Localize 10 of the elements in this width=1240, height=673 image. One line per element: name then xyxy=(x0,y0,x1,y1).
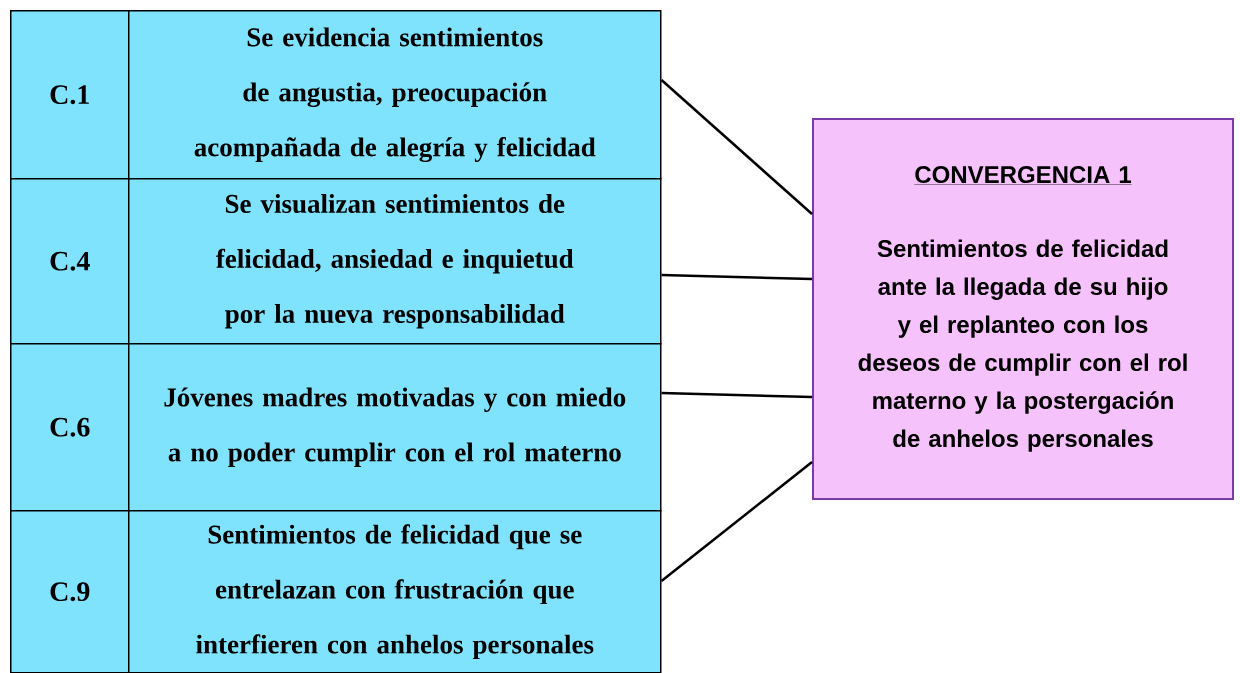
node-label: C.9 xyxy=(50,582,90,602)
connector-line xyxy=(660,79,813,215)
connector-line xyxy=(660,461,813,582)
connector-line xyxy=(661,273,813,281)
code-cell: C.6 xyxy=(10,343,130,512)
code-cell: C.9 xyxy=(10,510,130,673)
convergence-box: CONVERGENCIA 1 Sentimientos de felicidad ante la llegada de su hijo y el replanteo con los deseos de cumplir con el rol materno y la postergación de anhelos personales xyxy=(812,118,1234,500)
code-cell: C.4 xyxy=(10,178,130,345)
code-cell: C.1 xyxy=(10,10,130,180)
connector-line xyxy=(661,391,813,399)
